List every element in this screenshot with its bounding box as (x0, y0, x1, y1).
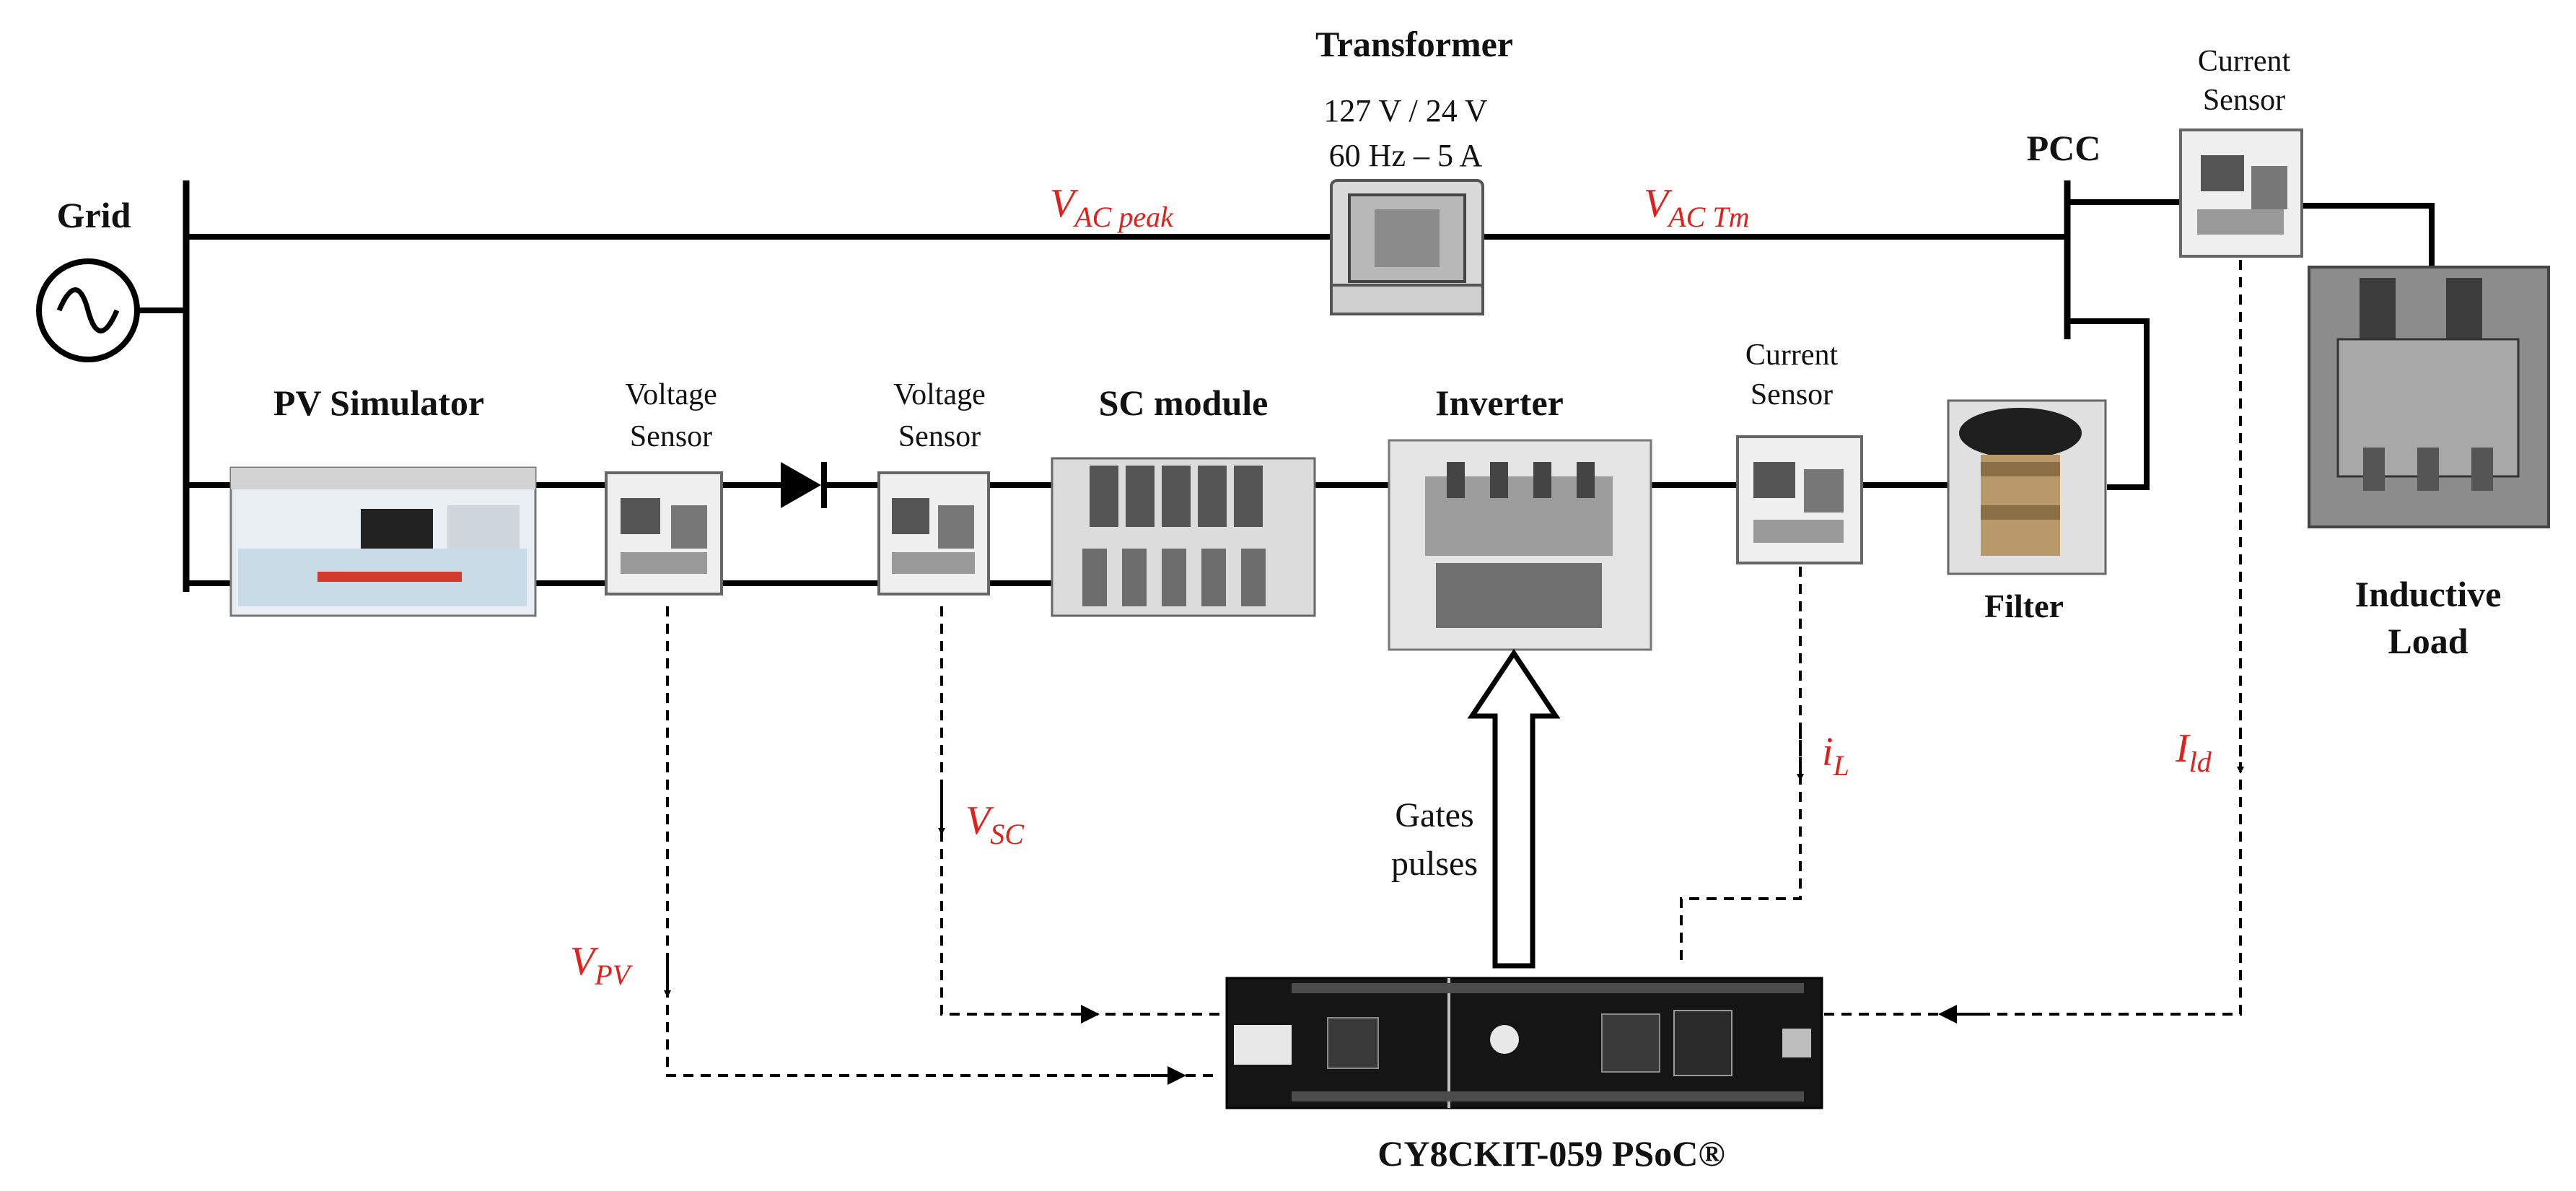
vpv-signal-line (666, 606, 1219, 1077)
sc-module-label: SC module (1099, 383, 1269, 423)
gates-pulses-label-1: Gates (1395, 796, 1473, 834)
current-sensor-filter-image (1736, 435, 1863, 564)
signal-ild: Ild (2175, 726, 2212, 778)
pcc-label: PCC (2027, 128, 2101, 168)
inductive-load-label-2: Load (2388, 621, 2468, 661)
pv-simulator-label: PV Simulator (273, 383, 484, 423)
voltage-sensor-2-label-1: Voltage (893, 378, 986, 411)
signal-vac-tm: VAC Tm (1644, 181, 1749, 233)
voltage-sensor-1-label-1: Voltage (625, 378, 717, 411)
il-signal-line (1680, 567, 1802, 964)
grid-label: Grid (57, 195, 131, 235)
current-sensor-load-label-2: Sensor (2203, 84, 2285, 117)
voltage-sensor-1-image (605, 471, 723, 596)
voltage-sensor-2-label-2: Sensor (898, 420, 981, 453)
current-sensor-load-image (2179, 128, 2303, 258)
inductive-load-image (2308, 266, 2550, 528)
signal-il: iL (1822, 730, 1849, 782)
pcc-to-sensor-wire (2067, 199, 2186, 206)
vsc-signal-line (940, 606, 1284, 1016)
gate-pulses-arrow (1467, 648, 1561, 969)
filter-image (1947, 399, 2107, 575)
gates-pulses-label-2: pulses (1391, 845, 1478, 883)
pv-simulator-image (229, 466, 537, 617)
transformer-image (1330, 179, 1484, 315)
psoc-board-image (1225, 977, 1823, 1109)
inductive-load-label-1: Inductive (2355, 574, 2502, 614)
controller-label: CY8CKIT-059 PSoC® (1377, 1133, 1725, 1174)
transformer-label: Transformer (1315, 24, 1513, 64)
transformer-rating-frequency: 60 Hz – 5 A (1329, 138, 1483, 173)
inverter-label: Inverter (1435, 383, 1564, 423)
pcc-to-filter-wire (2067, 318, 2150, 490)
voltage-sensor-1-label-2: Sensor (630, 420, 712, 453)
diode-symbol (781, 462, 827, 508)
transformer-rating-voltage: 127 V / 24 V (1323, 93, 1488, 128)
current-sensor-load-label-1: Current (2198, 45, 2291, 78)
current-sensor-filter-label-2: Sensor (1751, 378, 1833, 411)
signal-vac-peak: VAC peak (1050, 181, 1174, 233)
ild-signal-line (1822, 260, 2242, 1016)
current-sensor-filter-label-1: Current (1745, 339, 1839, 372)
voltage-sensor-2-image (877, 471, 990, 596)
sensor-to-load-wire (2298, 203, 2435, 267)
signal-vpv: VPV (570, 939, 634, 991)
filter-label: Filter (1984, 588, 2064, 624)
signal-vsc: VSC (965, 798, 1025, 850)
grid-source (36, 258, 186, 362)
inverter-image (1388, 439, 1652, 651)
sc-module-image (1051, 457, 1316, 617)
